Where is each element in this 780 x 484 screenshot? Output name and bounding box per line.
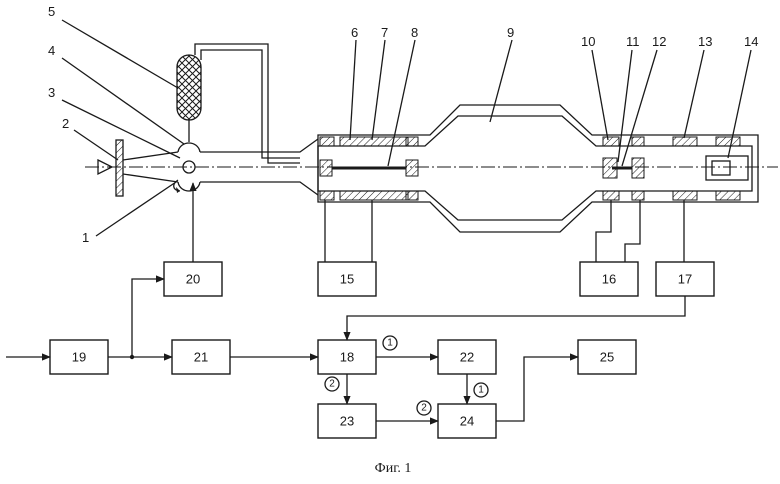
figure-caption: Фиг. 1 [375,461,412,476]
part-14-detector-housing [716,137,740,146]
block-diagram: 15 16 17 18 19 20 21 22 23 24 25 1 2 2 1 [6,183,714,438]
block-label: 20 [186,272,200,287]
part-6-flange [320,137,334,146]
part-label: 8 [411,25,418,40]
apparatus [85,44,778,262]
part-label: 14 [744,34,758,49]
block-label: 15 [340,272,354,287]
part-label: 12 [652,34,666,49]
block-label: 25 [600,350,614,365]
block-label: 24 [460,414,474,429]
link-19-20 [132,279,164,357]
bypass-pipe-outer [195,44,300,163]
block-label: 23 [340,414,354,429]
block-label: 22 [460,350,474,365]
bypass-pipe-inner [201,50,300,158]
block-label: 17 [678,272,692,287]
port-mark: 1 [478,385,484,396]
block-label: 19 [72,350,86,365]
part-13-ring [673,137,697,146]
part-label: 9 [507,25,514,40]
link-17-18 [347,296,685,340]
lead-16a [596,200,611,262]
leader-lines [62,20,751,236]
part-label: 11 [626,34,640,49]
part-label: 3 [48,85,55,100]
lead-16b [625,200,640,262]
part-label: 13 [698,34,712,49]
part-5-gas-bottle [177,55,201,120]
part-label: 1 [82,230,89,245]
link-24-25 [496,357,578,421]
part-2-window [116,140,123,196]
part-label: 10 [581,34,595,49]
part-labels: 1 2 3 4 5 6 7 8 9 10 11 12 13 14 [48,4,758,245]
block-label: 18 [340,350,354,365]
part-label: 4 [48,43,55,58]
part-label: 2 [62,116,69,131]
part-label: 7 [381,25,388,40]
part-10-flange [603,137,619,146]
port-mark: 2 [329,379,335,390]
part-label: 5 [48,4,55,19]
port-mark: 1 [387,338,393,349]
port-mark: 2 [421,403,427,414]
block-label: 16 [602,272,616,287]
part-label: 6 [351,25,358,40]
block-label: 21 [194,350,208,365]
